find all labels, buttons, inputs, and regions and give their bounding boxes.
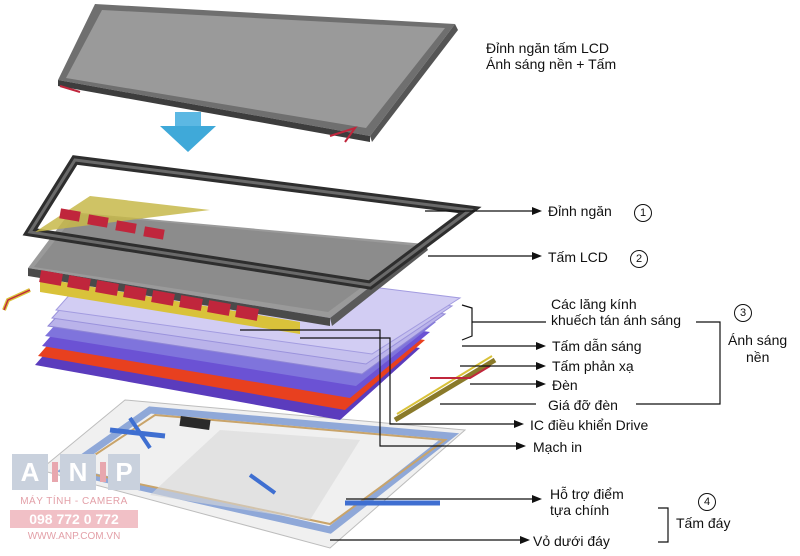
anp-tagline: MÁY TÍNH - CAMERA [20,496,128,507]
bezel-frame [22,155,482,290]
label-vo-duoi-day: Vỏ dưới đáy [533,533,610,549]
anp-letter-a: A [12,454,48,490]
group-anh-sang-nen-line1: Ánh sáng [728,332,788,348]
anp-watermark-logo: A N P MÁY TÍNH - CAMERA 098 772 0 772 WW… [8,452,140,550]
label-dinh-ngan: Đỉnh ngăn [548,203,612,219]
label-den: Đèn [552,377,578,393]
label-ho-tro-2: tựa chính [550,502,610,518]
label-ic-drive: IC điều khiển Drive [530,417,649,433]
anp-letter-p: P [108,454,140,490]
marker-4: 4 [698,493,716,511]
label-gia-do-den: Giá đỡ đèn [548,397,618,413]
group-tam-day: Tấm đáy [676,515,731,531]
label-tam-phan-xa: Tấm phản xạ [552,358,634,374]
anp-letters: A N P [12,452,140,492]
header-line-1: Đỉnh ngăn tấm LCD [486,40,609,56]
pcb-strip [39,270,259,321]
anp-separator [52,462,58,482]
assembled-lcd-panel [58,4,458,143]
label-ho-tro-1: Hỗ trợ điểm [550,486,624,502]
marker-2: 2 [630,250,648,268]
marker-1: 1 [634,204,652,222]
anp-separator [100,462,106,482]
label-lang-kinh-2: khuếch tán ánh sáng [551,312,681,328]
label-arrows [240,207,721,544]
anp-phone: 098 772 0 772 [10,510,138,528]
header-line-2: Ánh sáng nền + Tấm [486,56,617,72]
label-mach-in: Mạch in [533,439,583,455]
anp-letter-n: N [60,454,96,490]
anp-website: WWW.ANP.COM.VN [27,531,121,542]
bottom-chassis [38,399,467,549]
group-anh-sang-nen-line2: nền [746,349,770,365]
label-tam-lcd: Tấm LCD [548,249,608,265]
label-lang-kinh-1: Các lăng kính [551,296,637,312]
down-arrow-icon [160,112,216,152]
marker-3: 3 [734,304,752,322]
label-tam-dan-sang: Tấm dẫn sáng [552,338,642,354]
